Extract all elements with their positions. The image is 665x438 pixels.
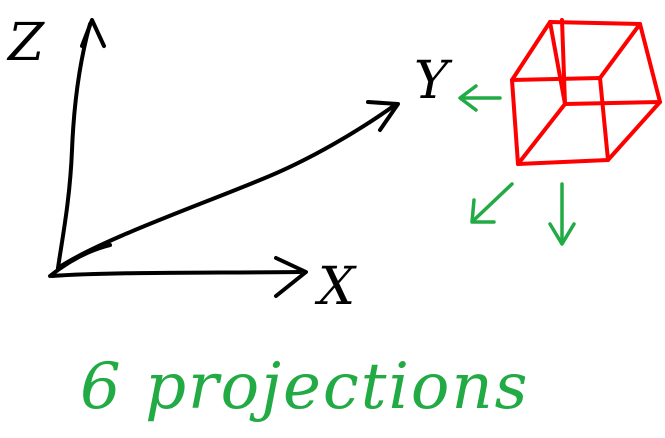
origin-stroke — [48, 243, 112, 278]
x-axis-line — [50, 270, 302, 278]
y-axis-line — [56, 103, 397, 270]
x-axis-label: X — [314, 257, 357, 317]
projection-arrows — [458, 84, 576, 246]
cube-edge-top-left — [510, 20, 552, 82]
cube-edge-bottom-right — [606, 100, 662, 162]
down-arrow-icon — [548, 182, 576, 246]
z-axis-arrowhead — [80, 18, 106, 48]
z-axis-line — [56, 22, 92, 270]
cube-edge-bottom-left — [516, 102, 567, 166]
y-axis-label: Y — [414, 51, 453, 111]
left-arrow-icon — [458, 84, 502, 112]
cube-inner-line — [560, 18, 567, 106]
x-axis-arrowhead — [274, 256, 308, 298]
down-left-arrow-icon — [470, 182, 514, 224]
y-axis-arrowhead — [366, 100, 400, 132]
wireframe-cube — [510, 18, 662, 166]
z-axis-label: Z — [6, 13, 45, 73]
caption-text: 6 projections — [80, 350, 530, 424]
cube-edge-top-right — [598, 22, 642, 80]
axes-group — [48, 18, 400, 298]
